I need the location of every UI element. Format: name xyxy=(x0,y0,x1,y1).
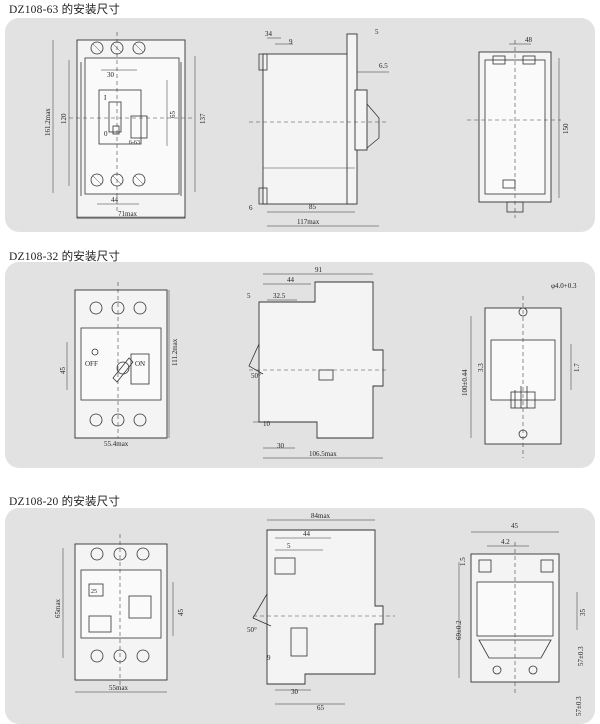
front-height-dim: 65max xyxy=(54,598,62,618)
back-mount-height-dim: 69±0.2 xyxy=(455,620,463,640)
front-height-dim: 111.2max xyxy=(171,338,179,366)
side-angle-dim: 50° xyxy=(247,626,257,634)
drawing-dz108-63: I 0 6-63 71max 44 161.2max 120 137 65 30 xyxy=(44,28,570,227)
back-view: 45 4.2 1.5 35 69±0.2 57±0.3 57±0.3 xyxy=(455,522,587,716)
switch-off-mark: 0 xyxy=(104,130,108,138)
front-width-dim: 55.4max xyxy=(104,440,129,448)
side-rail-dim: 6 xyxy=(249,204,253,212)
front-width-dim: 55max xyxy=(109,684,129,692)
rating-label: 25 xyxy=(91,589,97,595)
back-inner-dim: 3.3 xyxy=(477,363,485,372)
side-rail-width-dim: 30 xyxy=(291,688,299,696)
side-body-dim: 44 xyxy=(303,530,311,538)
side-dim-top-right: 5 xyxy=(375,28,379,36)
side-depth-dim: 85 xyxy=(309,203,317,211)
back-width-dim: 48 xyxy=(525,36,533,44)
side-inner-dim: 32.5 xyxy=(273,292,286,300)
side-total-dim: 84max xyxy=(311,512,331,520)
off-label: OFF xyxy=(85,360,98,368)
back-bottom-dim: 57±0.3 xyxy=(575,696,583,716)
front-width-dim: 71max xyxy=(118,210,138,218)
drawing-dz108-20: 25 55max 65max 45 84max 44 5 50° 9 30 65 xyxy=(54,512,587,716)
back-offset-dim: 1.7 xyxy=(573,363,581,372)
front-window-height-dim: 65 xyxy=(169,111,177,119)
back-width-dim: 45 xyxy=(511,522,519,530)
side-offset-dim: 5 xyxy=(247,292,251,300)
side-view: 34 9 5 6.5 85 117max 6 xyxy=(249,28,389,227)
side-dim-top-left: 34 xyxy=(265,30,273,38)
back-lower-dim: 57±0.3 xyxy=(577,646,585,666)
side-depth-dim: 65 xyxy=(317,704,325,712)
side-view: 91 44 32.5 5 50° 10 30 106.5max xyxy=(247,266,389,459)
side-dim-top-mid: 9 xyxy=(289,38,293,46)
back-view: 48 150 xyxy=(467,36,570,218)
side-rail-dim: 9 xyxy=(267,654,271,662)
back-rail-height-dim: 35 xyxy=(579,609,587,617)
back-height-dim: 100±0.44 xyxy=(461,369,469,396)
side-dim-protrusion: 6.5 xyxy=(379,62,388,70)
front-height-dim: 161.2max xyxy=(44,108,52,136)
front-view: I 0 6-63 71max 44 161.2max 120 137 65 30 xyxy=(44,32,207,219)
front-mount-height-dim: 45 xyxy=(59,367,67,375)
side-body-dim: 44 xyxy=(287,276,295,284)
drawing-dz108-32: OFF ON 55.4max 111.2max 45 91 44 32.5 5 … xyxy=(59,266,581,459)
diagram-panel-dz108-20: 25 55max 65max 45 84max 44 5 50° 9 30 65 xyxy=(5,508,595,724)
switch-on-mark: I xyxy=(104,94,107,102)
rating-label: 6-63 xyxy=(129,140,140,146)
side-total-dim: 91 xyxy=(315,266,323,274)
diagram-panel-dz108-63: I 0 6-63 71max 44 161.2max 120 137 65 30 xyxy=(5,18,595,232)
front-mount-height-dim: 120 xyxy=(60,113,68,124)
on-label: ON xyxy=(135,360,145,368)
front-view: 25 55max 65max 45 xyxy=(54,534,185,693)
back-hole-dim: φ4.0+0.3 xyxy=(551,282,577,290)
side-inner-dim: 5 xyxy=(287,542,291,550)
side-rail-width-dim: 30 xyxy=(277,442,285,450)
back-inner-width-dim: 4.2 xyxy=(501,538,510,546)
side-depth-dim: 106.5max xyxy=(309,450,337,458)
section-title-dz108-32: DZ108-32 的安装尺寸 xyxy=(9,251,121,263)
front-window-width-dim: 30 xyxy=(107,71,115,79)
front-inner-height-dim: 137 xyxy=(199,113,207,124)
front-mount-height-dim: 45 xyxy=(177,609,185,617)
back-view: φ4.0+0.3 100±0.44 3.3 1.7 xyxy=(461,282,581,458)
side-total-depth-dim: 117max xyxy=(297,218,320,226)
front-view: OFF ON 55.4max 111.2max 45 xyxy=(59,282,179,448)
side-rail-dim: 10 xyxy=(263,420,271,428)
section-title-dz108-20: DZ108-20 的安装尺寸 xyxy=(9,496,121,508)
side-view: 84max 44 5 50° 9 30 65 xyxy=(247,512,395,712)
back-height-dim: 150 xyxy=(562,123,570,134)
front-pitch-dim: 44 xyxy=(111,196,119,204)
back-top-offset-dim: 1.5 xyxy=(459,557,467,566)
diagram-panel-dz108-32: OFF ON 55.4max 111.2max 45 91 44 32.5 5 … xyxy=(5,262,595,468)
section-title-dz108-63: DZ108-63 的安装尺寸 xyxy=(9,4,121,16)
side-angle-dim: 50° xyxy=(251,372,261,380)
